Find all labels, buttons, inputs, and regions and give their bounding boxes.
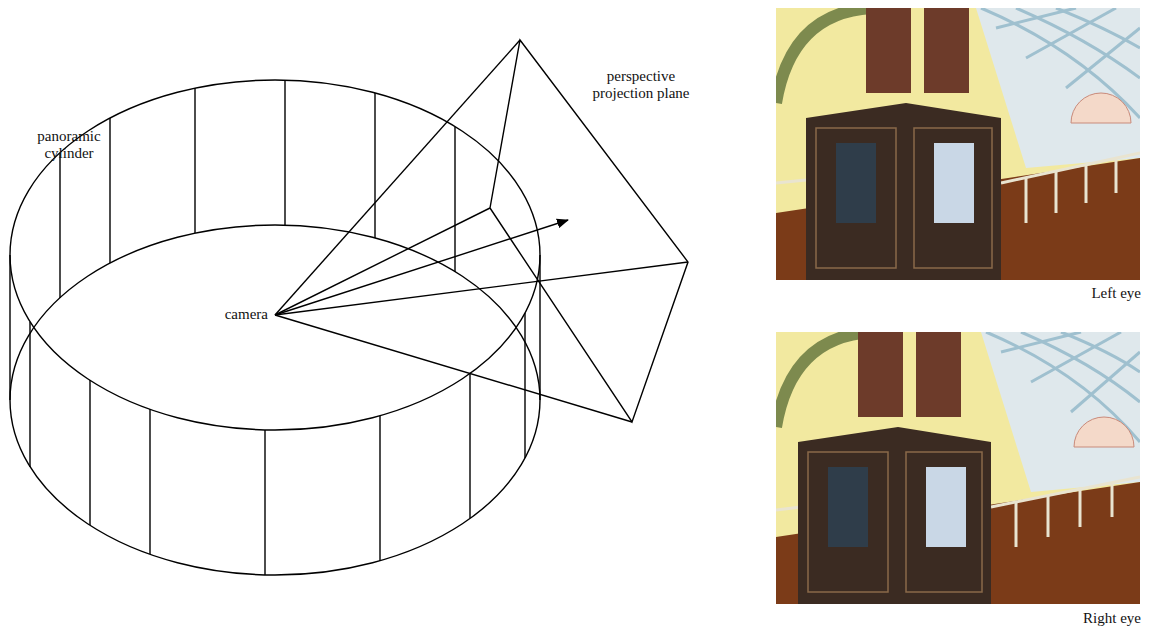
image-caption: Left eye [980,285,1141,302]
figure-label: camera [212,306,268,323]
left-eye-render [776,8,1140,280]
figure-label: perspective projection plane [585,68,697,102]
image-caption: Right eye [980,610,1141,627]
right-eye-render [776,332,1140,604]
figure-label: panoramic cylinder [24,128,114,162]
